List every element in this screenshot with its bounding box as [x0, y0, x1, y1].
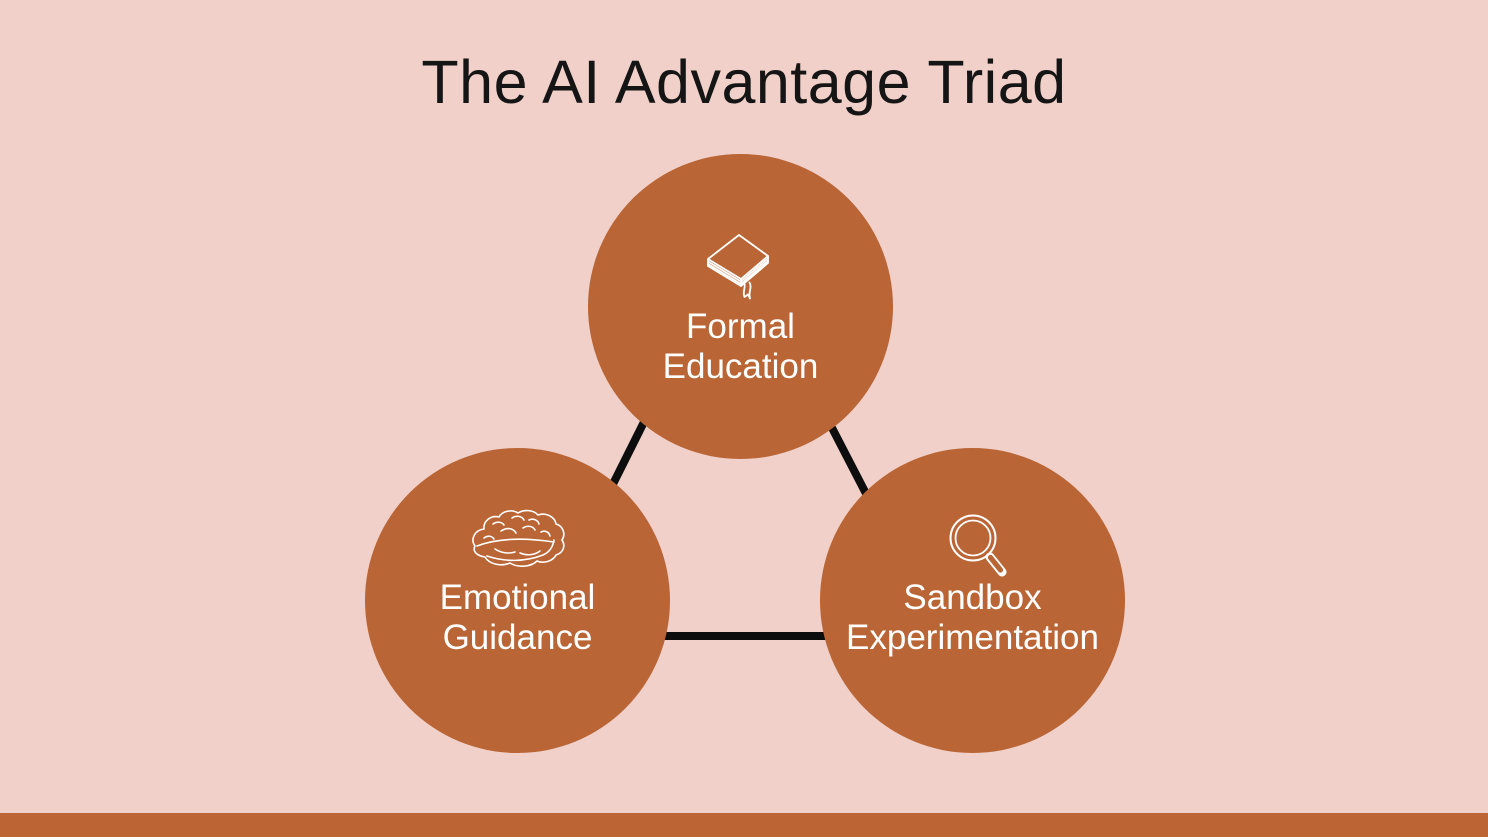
node-label-line: Education [662, 347, 819, 386]
book-icon [695, 225, 779, 309]
page-title: The AI Advantage Triad [421, 48, 1067, 116]
node-label-line: Emotional [439, 578, 596, 617]
node-formal-education: Formal Education [588, 154, 893, 459]
node-label: Sandbox Experimentation [820, 578, 1125, 658]
node-sandbox-experimentation: Sandbox Experimentation [820, 448, 1125, 753]
node-label-line: Experimentation [846, 618, 1099, 657]
node-label-line: Formal [686, 307, 795, 346]
brain-icon [465, 509, 569, 573]
node-label: Formal Education [588, 307, 893, 387]
footer-accent-bar [0, 813, 1488, 837]
node-label-line: Guidance [442, 618, 593, 657]
magnifier-icon [942, 511, 1018, 593]
node-label-line: Sandbox [903, 578, 1042, 617]
node-emotional-guidance: Emotional Guidance [365, 448, 670, 753]
node-label: Emotional Guidance [365, 578, 670, 658]
